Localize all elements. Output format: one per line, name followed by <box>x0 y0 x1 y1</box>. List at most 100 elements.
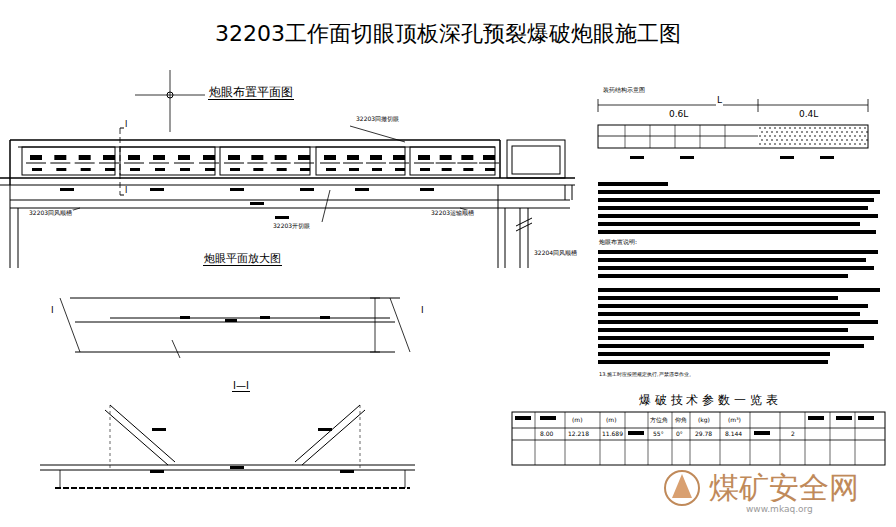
view-title: 炮眼平面放大图 <box>203 253 282 266</box>
stemming-dot <box>829 135 831 137</box>
table-cell: (m) <box>571 417 584 424</box>
drawing-line <box>512 440 885 441</box>
stemming-dot <box>759 127 761 129</box>
drawing-line <box>479 163 499 164</box>
redaction-bar <box>598 230 876 234</box>
redaction-bar <box>230 466 244 469</box>
stemming-dot <box>839 127 841 129</box>
redaction-bar <box>54 155 66 160</box>
drawing-line <box>10 208 570 209</box>
table-cell: (m) <box>605 417 618 424</box>
drawing-line <box>26 163 46 164</box>
roadway-name: 32203回撤切眼 <box>355 116 400 123</box>
stemming-dot <box>781 131 783 133</box>
table-cell: (kg) <box>697 417 711 424</box>
stemming-dot <box>779 135 781 137</box>
redaction-bar <box>225 319 237 322</box>
stemming-dot <box>841 131 843 133</box>
table-cell: 11.689 <box>601 431 624 438</box>
stemming-dot <box>839 135 841 137</box>
drawing-line <box>199 163 219 164</box>
logo <box>665 471 699 505</box>
stemming-dot <box>819 135 821 137</box>
logo <box>672 474 692 498</box>
stemming-dot <box>781 139 783 141</box>
drawing-rect <box>512 146 560 174</box>
stemming-dot <box>836 131 838 133</box>
stemming-dot <box>859 127 861 129</box>
stemming-dot <box>854 135 856 137</box>
redaction-bar <box>340 470 354 473</box>
redaction-bar <box>230 168 240 171</box>
dimension: 0.6L <box>668 110 689 120</box>
drawing-line <box>457 163 477 164</box>
roadway-name: 32203回风顺槽 <box>28 210 73 217</box>
stemming-dot <box>819 127 821 129</box>
redaction-bar <box>260 316 270 319</box>
redaction-bar <box>680 156 694 159</box>
stemming-dot <box>764 127 766 129</box>
section-mark: I <box>50 306 55 316</box>
stemming-dot <box>826 139 828 141</box>
stemming-dot <box>761 139 763 141</box>
roadway-name: 32204回风顺槽 <box>533 250 578 257</box>
stemming-dot <box>784 143 786 145</box>
drawing-line <box>780 412 781 465</box>
redaction-bar <box>395 168 405 171</box>
watermark: www.mkaq.org <box>745 505 814 515</box>
drawing-rect <box>598 125 868 148</box>
redaction-bar <box>150 470 164 473</box>
redaction-bar <box>275 216 289 219</box>
redaction-bar <box>485 168 495 171</box>
redaction-bar <box>203 155 215 160</box>
redaction-bar <box>326 168 336 171</box>
redaction-bar <box>598 274 848 278</box>
redaction-bar <box>79 155 91 160</box>
redaction-bar <box>463 168 473 171</box>
drawing-line <box>535 412 536 465</box>
stemming-dot <box>831 131 833 133</box>
stemming-dot <box>814 127 816 129</box>
drawing-line <box>247 163 267 164</box>
drawing-rect <box>410 147 495 175</box>
drawing-line <box>855 412 856 465</box>
stemming-dot <box>846 139 848 141</box>
redaction-bar <box>808 416 824 420</box>
redaction-bar <box>598 206 868 210</box>
drawing-line <box>830 412 831 465</box>
table-cell: 12.218 <box>567 431 590 438</box>
stemming-dot <box>789 135 791 137</box>
stemming-dot <box>799 135 801 137</box>
stemming-dot <box>851 139 853 141</box>
stemming-dot <box>796 139 798 141</box>
drawing-line <box>625 125 626 148</box>
stemming-dot <box>811 139 813 141</box>
drawing-line <box>720 412 721 465</box>
drawing-line <box>390 298 410 352</box>
drawing-line <box>512 428 885 429</box>
drawing-line <box>516 223 532 231</box>
drawing-line <box>805 412 806 465</box>
stemming-dot <box>809 127 811 129</box>
drawing-line <box>366 163 386 164</box>
drawing-line <box>75 163 95 164</box>
drawing-line <box>135 95 205 96</box>
redaction-bar <box>598 258 866 262</box>
stemming-dot <box>814 143 816 145</box>
stemming-dot <box>794 143 796 145</box>
redaction-bar <box>320 316 330 319</box>
stemming-dot <box>779 143 781 145</box>
stemming-dot <box>866 131 868 133</box>
drawing-line <box>0 185 575 186</box>
redaction-bar <box>275 155 287 160</box>
stemming-dot <box>784 135 786 137</box>
redaction-bar <box>598 288 880 292</box>
stemming-dot <box>789 127 791 129</box>
stemming-dot <box>809 135 811 137</box>
drawing-line <box>414 163 434 164</box>
redaction-bar <box>230 188 244 191</box>
drawing-line <box>572 185 573 200</box>
stemming-dot <box>844 135 846 137</box>
stemming-dot <box>776 139 778 141</box>
stemming-dot <box>799 143 801 145</box>
